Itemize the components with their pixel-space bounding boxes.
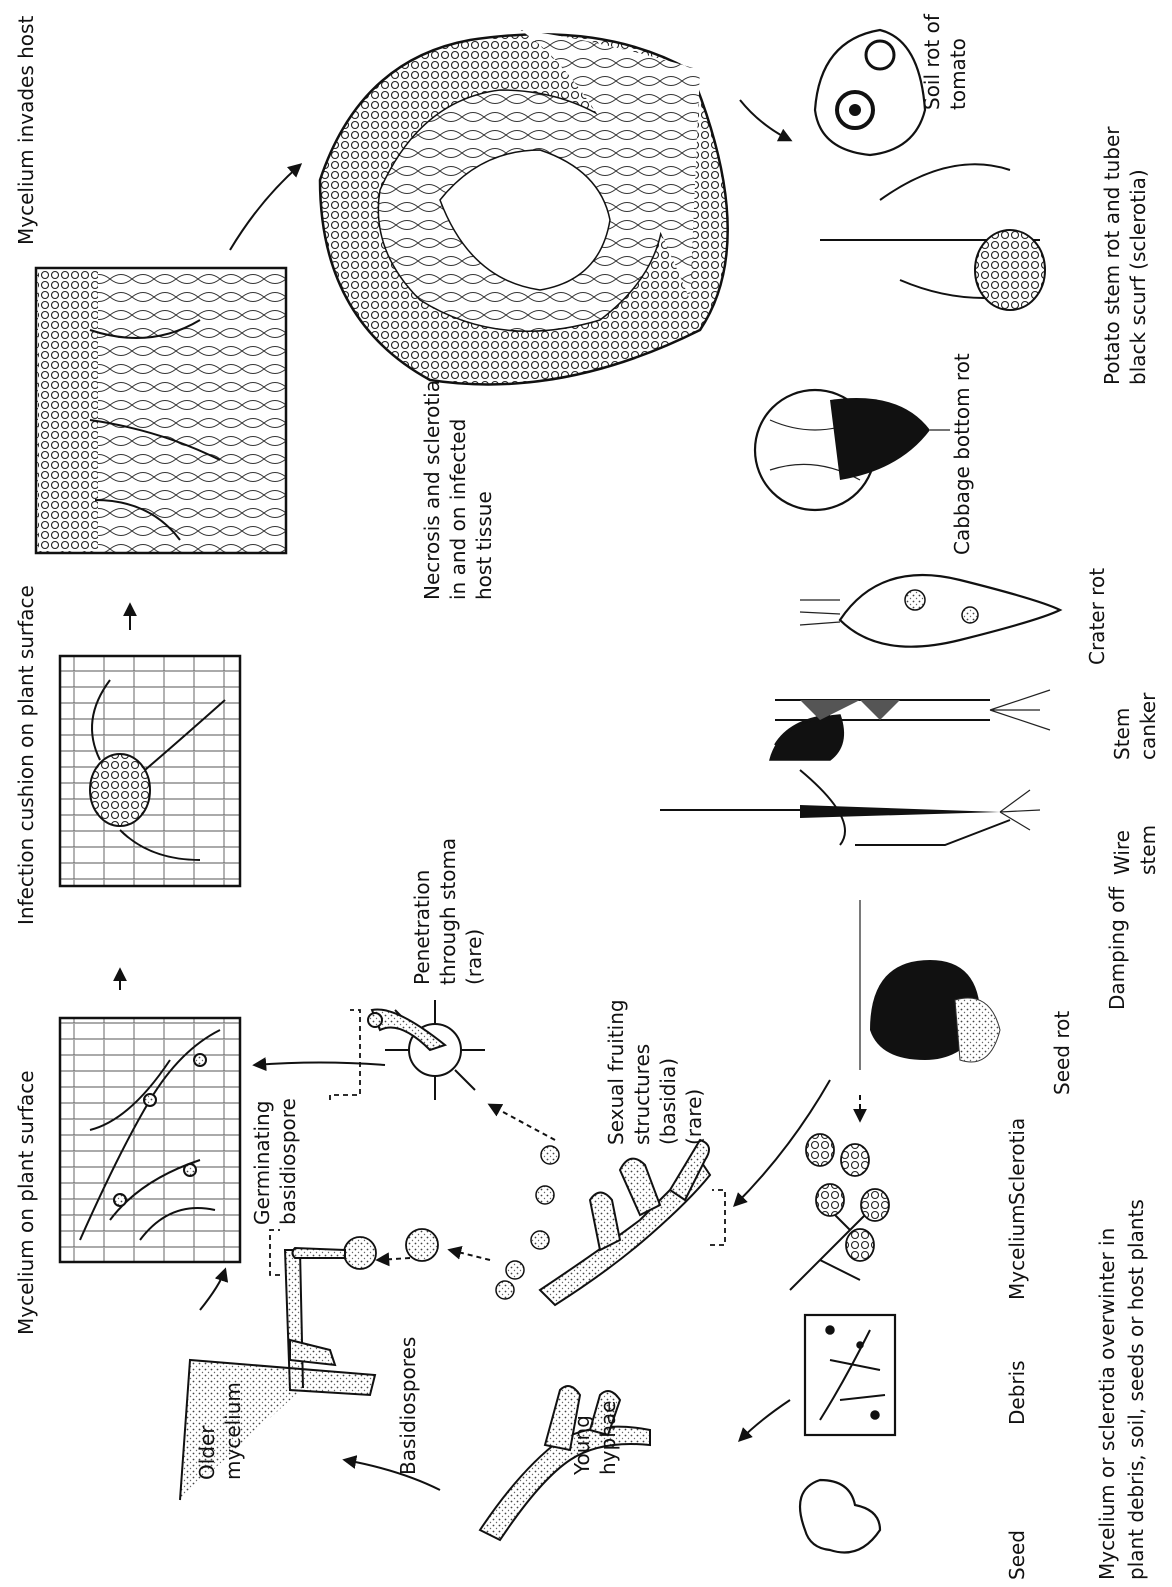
cabbage-bottom-rot-drawing — [755, 390, 950, 510]
mycelium-invades-panel — [36, 268, 286, 553]
label-older-2: mycelium — [221, 1382, 245, 1480]
label-sex-2: structures — [630, 1044, 654, 1145]
arrow-section-to-symptoms — [740, 100, 790, 140]
label-germ-2: basidiospore — [276, 1098, 300, 1225]
label-necrosis-1: Necrosis and sclerotia — [420, 380, 444, 600]
seed-rot-drawing — [860, 900, 1000, 1070]
label-pen-3: (rare) — [462, 929, 486, 985]
arrow-basidia-to-spores — [450, 1250, 490, 1260]
label-canker-1: Stem — [1110, 708, 1134, 760]
label-basidiospores: Basidiospores — [396, 1337, 420, 1475]
potato-stem-rot-drawing — [820, 164, 1045, 310]
label-potato-2: black scurf (sclerotia) — [1126, 169, 1150, 385]
label-mycelium: Mycelium — [1005, 1204, 1029, 1300]
label-damping-off: Damping off — [1105, 887, 1129, 1010]
sclerotia-drawing — [806, 1134, 889, 1261]
arrow-invade-to-section — [230, 165, 300, 250]
arrow-young-to-older — [345, 1460, 440, 1490]
arrow-stoma-to-surface — [255, 1063, 385, 1066]
label-pen-1: Penetration — [410, 870, 434, 985]
label-potato-1: Potato stem rot and tuber — [1100, 127, 1124, 385]
label-pen-2: through stoma — [436, 838, 460, 985]
label-germ-1: Germinating — [250, 1101, 274, 1225]
label-sex-1: Sexual fruiting — [604, 999, 628, 1145]
label-infection-cushion: Infection cushion on plant surface — [14, 585, 38, 925]
label-cabbage: Cabbage bottom rot — [950, 353, 974, 555]
label-necrosis-3: host tissue — [472, 491, 496, 600]
label-sex-4: (rare) — [682, 1089, 706, 1145]
basidia-drawing — [540, 1140, 725, 1305]
debris-drawing — [805, 1315, 895, 1435]
label-mycelium-invades: Mycelium invades host — [14, 16, 38, 245]
damping-off-drawing — [770, 715, 1010, 845]
arrow-basidiospore-to-germ — [378, 1258, 410, 1260]
stoma-penetration-drawing — [330, 1000, 485, 1100]
label-mycelium-plant-surface: Mycelium on plant surface — [14, 1070, 38, 1335]
label-seed: Seed — [1005, 1530, 1029, 1580]
crater-rot-drawing — [800, 575, 1060, 647]
label-young-2: hyphae — [596, 1401, 620, 1475]
label-overwinter-1: Mycelium or sclerotia overwinter in — [1095, 1228, 1119, 1580]
label-sclerotia: Sclerotia — [1005, 1118, 1029, 1205]
label-young-1: Young — [570, 1415, 594, 1475]
label-overwinter-2: plant debris, soil, seeds or host plants — [1124, 1199, 1148, 1580]
label-canker-2: canker — [1136, 693, 1160, 760]
wire-stem-drawing — [660, 790, 1040, 830]
label-seed-rot: Seed rot — [1050, 1011, 1074, 1095]
mycelium-surface-panel — [60, 1018, 240, 1262]
label-older-1: Older — [195, 1425, 219, 1480]
label-tomato-2: tomato — [946, 38, 970, 110]
arrow-overwinter-to-young — [740, 1400, 790, 1440]
arrow-older-to-surface — [200, 1270, 225, 1310]
label-crater-rot: Crater rot — [1085, 568, 1109, 665]
label-wire-1: Wire — [1110, 830, 1134, 875]
basidiospores-drawing — [406, 1146, 559, 1299]
label-debris: Debris — [1005, 1360, 1029, 1425]
label-tomato-1: Soil rot of — [920, 14, 944, 110]
infection-cushion-panel — [60, 656, 240, 886]
arrow-basidia-to-stoma — [490, 1105, 555, 1140]
label-sex-3: (basidia) — [656, 1058, 680, 1145]
seed-drawing — [800, 1480, 880, 1553]
young-hyphae-drawing — [480, 1386, 650, 1540]
label-necrosis-2: in and on infected — [446, 419, 470, 600]
infected-cross-section — [320, 30, 728, 384]
tomato-soil-rot-drawing — [815, 30, 925, 155]
label-wire-2: stem — [1136, 825, 1160, 875]
